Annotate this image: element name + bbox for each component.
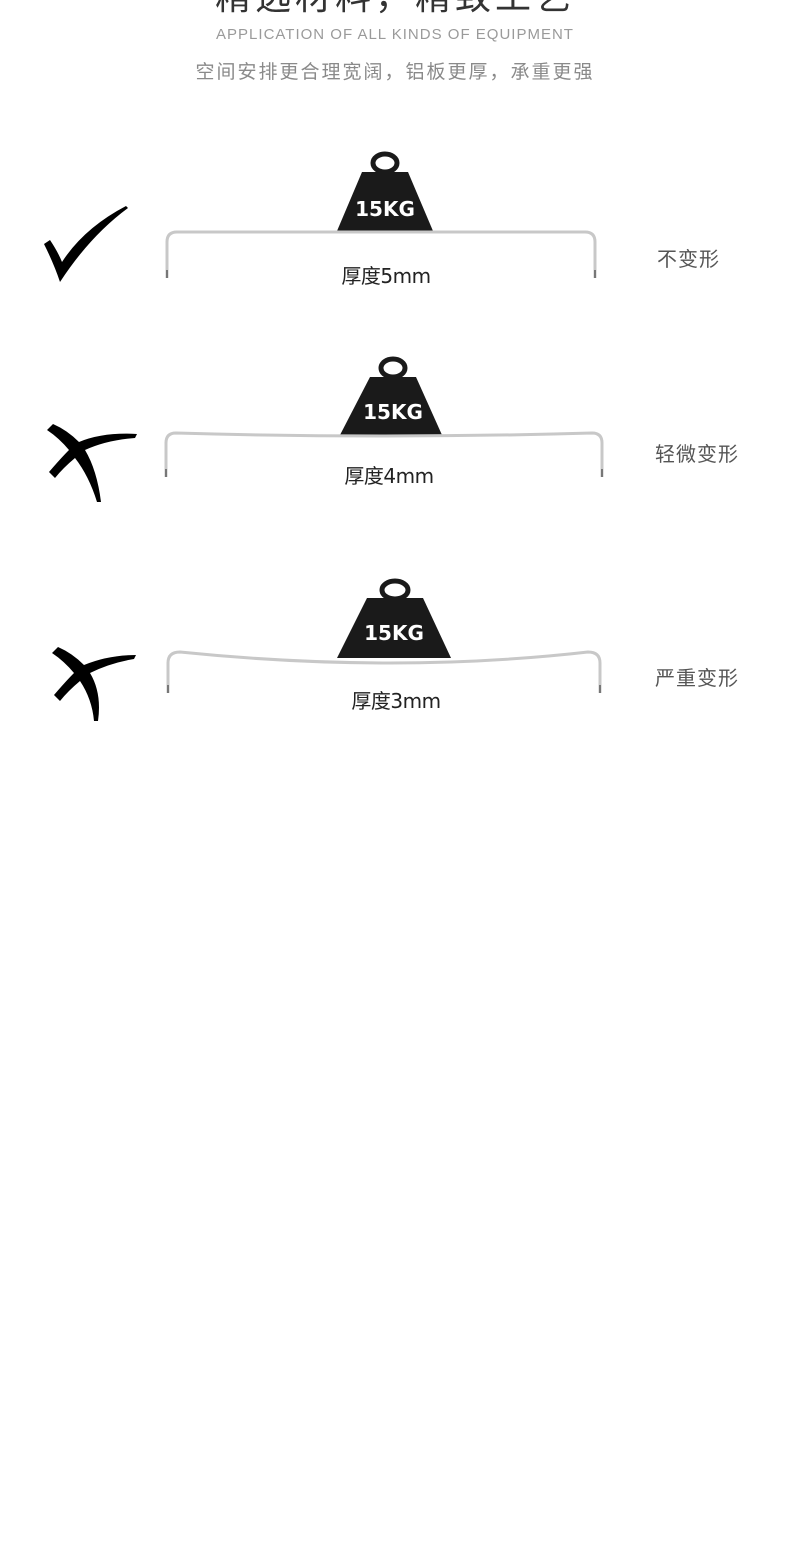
thickness-label: 厚度5mm [341, 264, 431, 288]
comparison-row-3mm: 15KG 厚度3mm 严重变形 [0, 578, 790, 778]
plate-icon [165, 230, 597, 278]
weight-label: 15KG [355, 197, 415, 221]
cross-icon [47, 424, 137, 502]
result-label: 严重变形 [655, 666, 739, 690]
weight-icon [340, 356, 442, 435]
comparison-row-5mm: 15KG 厚度5mm 不变形 [0, 150, 790, 350]
weight-icon [337, 578, 451, 658]
plate-icon [164, 431, 604, 477]
page-subtitle: APPLICATION OF ALL KINDS OF EQUIPMENT [216, 26, 574, 43]
page-description: 空间安排更合理宽阔，铝板更厚，承重更强 [195, 61, 595, 83]
check-icon [44, 206, 128, 282]
weight-label: 15KG [364, 621, 424, 645]
weight-label: 15KG [363, 400, 423, 424]
result-label: 不变形 [657, 247, 720, 271]
thickness-label: 厚度4mm [344, 464, 434, 488]
cross-icon [52, 647, 136, 721]
weight-on-plate-illustration [165, 151, 597, 278]
weight-on-plate-illustration [164, 356, 604, 477]
weight-icon [337, 151, 433, 231]
comparison-row-4mm: 15KG 厚度4mm 轻微变形 [0, 355, 790, 555]
weight-on-plate-illustration [166, 578, 602, 693]
page-title: 精选材料，精致工艺 [0, 0, 790, 18]
thickness-label: 厚度3mm [351, 689, 441, 713]
result-label: 轻微变形 [655, 442, 739, 466]
plate-icon [166, 650, 602, 693]
